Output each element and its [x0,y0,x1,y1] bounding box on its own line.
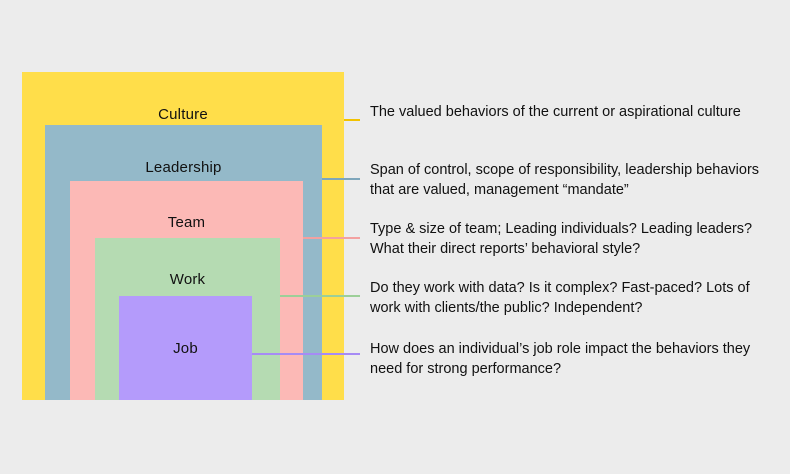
work-connector [280,295,360,297]
leadership-connector [322,178,360,180]
job-label: Job [173,340,198,357]
leadership-label: Leadership [145,159,222,176]
culture-label: Culture [158,106,208,123]
job-box: Job [119,296,252,400]
work-description: Do they work with data? Is it complex? F… [370,280,750,316]
team-label: Team [167,214,206,231]
culture-connector [344,119,360,121]
team-description: Type & size of team; Leading individuals… [370,221,753,257]
job-description: How does an individual’s job role impact… [370,341,751,377]
culture-description: The valued behaviors of the current or a… [370,104,741,120]
job-connector [252,353,360,355]
leadership-description: Span of control, scope of responsibility… [370,162,760,198]
team-connector [303,237,360,239]
work-label: Work [169,271,206,288]
